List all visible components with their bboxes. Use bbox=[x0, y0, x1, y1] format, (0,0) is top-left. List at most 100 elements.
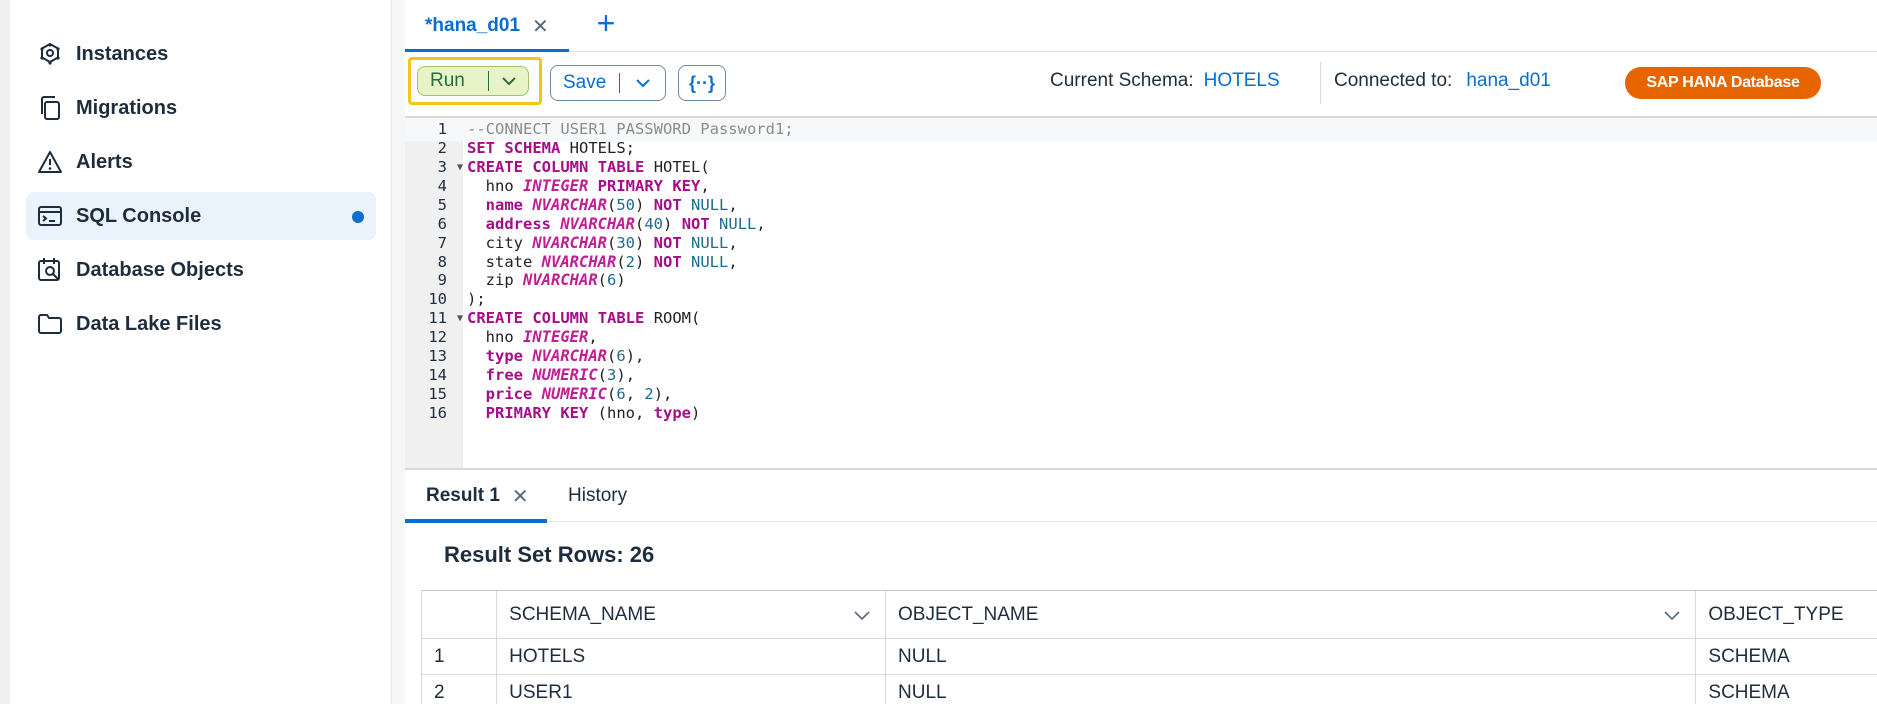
chevron-down-icon[interactable] bbox=[853, 605, 871, 627]
code-text: name NVARCHAR(50) NOT NULL, bbox=[485, 195, 738, 214]
column-header-object-type[interactable]: OBJECT_TYPE bbox=[1708, 603, 1844, 625]
code-line[interactable]: 6 address NVARCHAR(40) NOT NULL, bbox=[405, 213, 1877, 236]
code-line[interactable]: 8 state NVARCHAR(2) NOT NULL, bbox=[405, 250, 1877, 273]
results-tab-bar: Result 1 ✕ History bbox=[405, 470, 1877, 523]
sidebar-item-alerts[interactable]: Alerts bbox=[26, 138, 376, 186]
code-line[interactable]: 14 free NUMERIC(3), bbox=[405, 364, 1877, 387]
sidebar-item-data-lake-files[interactable]: Data Lake Files bbox=[26, 300, 376, 348]
close-icon[interactable]: ✕ bbox=[511, 485, 529, 508]
connected-label: Connected to: bbox=[1334, 70, 1453, 91]
column-header-schema-name[interactable]: SCHEMA_NAME bbox=[497, 591, 887, 638]
code-line[interactable]: 15 price NUMERIC(6, 2), bbox=[405, 383, 1877, 406]
run-label: Run bbox=[430, 70, 465, 91]
table-row[interactable]: 2 USER1 NULL SCHEMA bbox=[421, 675, 1877, 704]
folder-icon bbox=[36, 310, 64, 338]
column-header-label: SCHEMA_NAME bbox=[509, 603, 656, 625]
code-text: zip NVARCHAR(6) bbox=[467, 271, 626, 290]
code-text: ); bbox=[467, 290, 486, 309]
line-number: 3 bbox=[437, 158, 447, 177]
sidebar-item-label: Database Objects bbox=[76, 258, 244, 281]
line-number: 16 bbox=[428, 403, 447, 422]
sql-console-icon bbox=[36, 202, 64, 230]
table-cell[interactable]: NULL bbox=[886, 675, 1697, 704]
code-text: hno INTEGER PRIMARY KEY, bbox=[467, 176, 710, 195]
code-line[interactable]: 16 PRIMARY KEY (hno, type) bbox=[405, 402, 1877, 425]
database-objects-icon bbox=[36, 256, 64, 284]
code-line[interactable]: 10); bbox=[405, 288, 1877, 311]
table-cell[interactable]: USER1 bbox=[497, 675, 887, 704]
active-indicator-dot bbox=[352, 211, 364, 223]
table-cell[interactable]: SCHEMA bbox=[1708, 681, 1790, 703]
code-line[interactable]: 7 city NVARCHAR(30) NOT NULL, bbox=[405, 231, 1877, 254]
save-label: Save bbox=[563, 72, 607, 93]
code-line[interactable]: 4 hno INTEGER PRIMARY KEY, bbox=[405, 175, 1877, 198]
tab-hana-d01[interactable]: *hana_d01 ✕ bbox=[405, 0, 569, 53]
line-number: 14 bbox=[428, 365, 447, 384]
current-schema-value[interactable]: HOTELS bbox=[1203, 70, 1280, 91]
save-button[interactable]: Save bbox=[550, 65, 666, 101]
code-line[interactable]: 9 zip NVARCHAR(6) bbox=[405, 269, 1877, 292]
add-tab-icon[interactable]: + bbox=[596, 5, 616, 41]
table-row[interactable]: 1 HOTELS NULL SCHEMA bbox=[421, 639, 1877, 675]
code-line[interactable]: 13 type NVARCHAR(6), bbox=[405, 345, 1877, 368]
line-number: 8 bbox=[437, 252, 447, 271]
sidebar-item-label: SQL Console bbox=[76, 204, 202, 227]
table-cell[interactable]: NULL bbox=[886, 639, 1697, 674]
row-number: 2 bbox=[421, 675, 498, 704]
line-number: 2 bbox=[437, 139, 447, 158]
results-table: SCHEMA_NAME OBJECT_NAME OBJECT_TYPE 1 HO… bbox=[421, 590, 1877, 704]
sidebar-item-instances[interactable]: Instances bbox=[26, 30, 376, 78]
tab-active-underline bbox=[405, 519, 547, 523]
chevron-down-icon[interactable] bbox=[489, 76, 528, 86]
close-icon[interactable]: ✕ bbox=[532, 15, 549, 38]
line-number: 13 bbox=[428, 347, 447, 366]
column-header-object-name[interactable]: OBJECT_NAME bbox=[886, 591, 1697, 638]
fold-toggle-icon[interactable]: ▼ bbox=[456, 312, 464, 324]
line-number: 10 bbox=[428, 290, 447, 309]
code-text: CREATE COLUMN TABLE ROOM( bbox=[467, 309, 701, 328]
main-area: *hana_d01 ✕ + Run Save bbox=[405, 0, 1877, 704]
code-line[interactable]: 5 name NVARCHAR(50) NOT NULL, bbox=[405, 194, 1877, 217]
format-code-button[interactable]: {··} bbox=[678, 65, 726, 101]
row-number: 1 bbox=[421, 639, 498, 674]
tab-label: Result 1 bbox=[426, 485, 500, 506]
column-header-label: OBJECT_NAME bbox=[898, 603, 1039, 625]
tab-history[interactable]: History bbox=[568, 485, 628, 506]
results-panel: Result 1 ✕ History Result Set Rows: 26 S… bbox=[405, 468, 1877, 704]
line-number: 12 bbox=[428, 328, 447, 347]
line-number: 15 bbox=[428, 384, 447, 403]
code-text: price NUMERIC(6, 2), bbox=[485, 384, 673, 403]
code-text: --CONNECT USER1 PASSWORD Password1; bbox=[467, 120, 794, 139]
table-cell[interactable]: SCHEMA bbox=[1708, 645, 1790, 667]
connected-value[interactable]: hana_d01 bbox=[1466, 70, 1551, 91]
line-number: 7 bbox=[437, 233, 447, 252]
code-line[interactable]: 11▼CREATE COLUMN TABLE ROOM( bbox=[405, 307, 1877, 330]
code-text: hno INTEGER, bbox=[467, 328, 598, 347]
database-type-badge: SAP HANA Database bbox=[1625, 67, 1821, 99]
chevron-down-icon[interactable] bbox=[620, 78, 665, 88]
sidebar-item-sql-console[interactable]: SQL Console bbox=[26, 192, 376, 240]
migrations-icon bbox=[36, 94, 64, 122]
fold-toggle-icon[interactable]: ▼ bbox=[456, 161, 464, 173]
code-line[interactable]: 12 hno INTEGER, bbox=[405, 326, 1877, 349]
code-line[interactable]: 1--CONNECT USER1 PASSWORD Password1; bbox=[405, 118, 1877, 141]
run-button[interactable]: Run bbox=[417, 66, 529, 96]
sidebar-item-migrations[interactable]: Migrations bbox=[26, 84, 376, 132]
sidebar-item-label: Migrations bbox=[76, 96, 178, 119]
current-schema: Current Schema:HOTELS bbox=[1050, 70, 1280, 92]
column-header bbox=[421, 591, 498, 638]
tab-result-1[interactable]: Result 1 ✕ bbox=[405, 470, 547, 523]
line-number: 5 bbox=[437, 195, 447, 214]
code-text: CREATE COLUMN TABLE HOTEL( bbox=[467, 158, 710, 177]
connection-info: Connected to: hana_d01 bbox=[1334, 70, 1551, 92]
sidebar-item-database-objects[interactable]: Database Objects bbox=[26, 246, 376, 294]
chevron-down-icon[interactable] bbox=[1663, 605, 1681, 627]
line-number: 6 bbox=[437, 214, 447, 233]
table-cell[interactable]: HOTELS bbox=[497, 639, 887, 674]
sidebar: Instances Migrations Alerts SQL Console bbox=[0, 0, 392, 704]
sidebar-item-label: Instances bbox=[76, 42, 169, 65]
code-line[interactable]: 3 ▼CREATE COLUMN TABLE HOTEL( bbox=[405, 156, 1877, 179]
